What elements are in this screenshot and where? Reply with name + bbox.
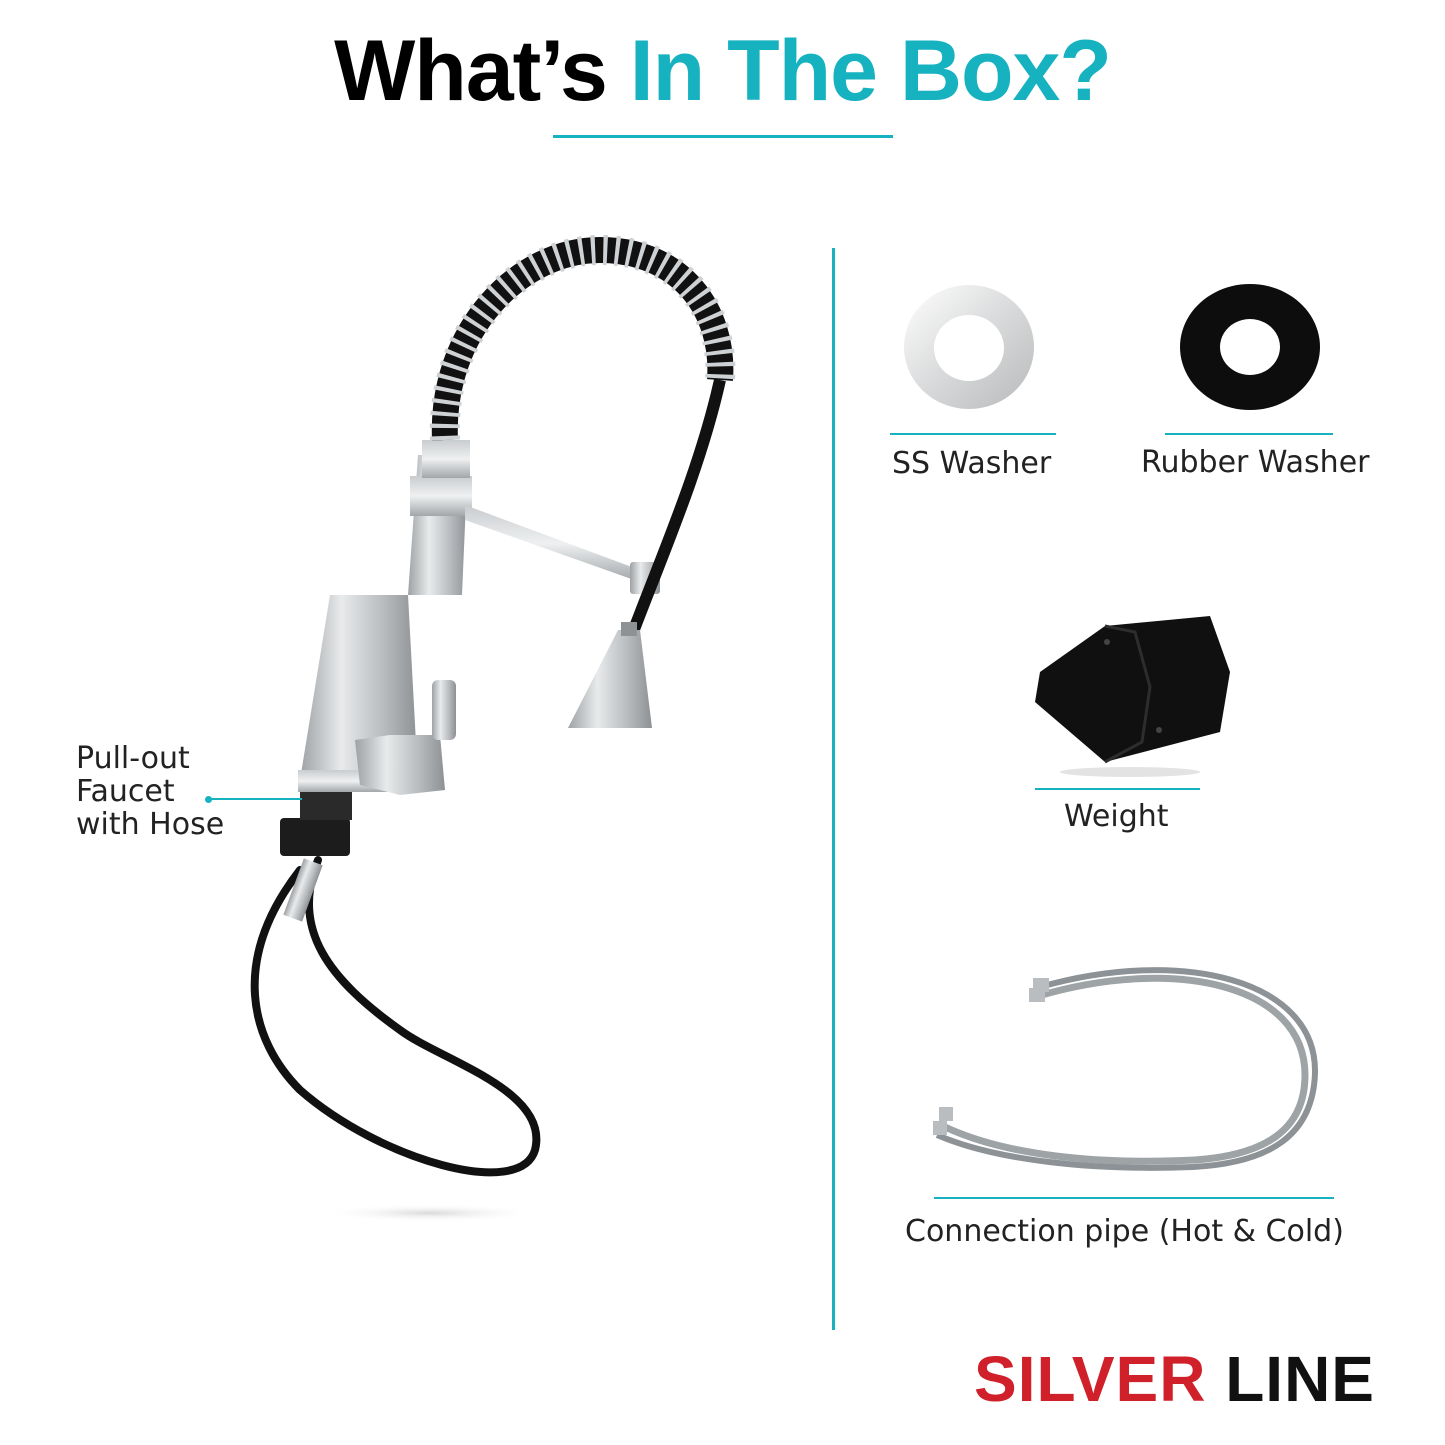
rubber-washer-image	[1180, 284, 1321, 410]
title-part-1: What’s	[334, 23, 608, 119]
faucet-label-line-1: Pull-out	[76, 741, 190, 776]
faucet-label: Pull-out Faucet with Hose	[76, 742, 224, 841]
ss-washer-label: SS Washer	[892, 446, 1052, 481]
pointer-dot	[205, 796, 212, 803]
center-divider	[832, 248, 835, 1330]
connection-pipe-underline	[934, 1197, 1334, 1199]
ss-washer-underline	[890, 433, 1056, 435]
weight-image	[1035, 616, 1230, 777]
connection-pipe-label: Connection pipe (Hot & Cold)	[905, 1214, 1344, 1249]
brand-part-1: SILVER	[974, 1343, 1207, 1415]
weight-underline	[1035, 788, 1200, 790]
pointer-line	[210, 798, 302, 800]
faucet-label-line-3: with Hose	[76, 807, 225, 842]
connection-pipe-image	[933, 967, 1319, 1171]
faucet-label-line-2: Faucet	[76, 774, 175, 809]
page-title: What’s In The Box?	[0, 22, 1445, 121]
title-part-2: In The Box?	[629, 23, 1112, 119]
brand-part-2: LINE	[1225, 1343, 1375, 1415]
rubber-washer-label: Rubber Washer	[1141, 445, 1370, 480]
weight-label: Weight	[1064, 799, 1169, 834]
rubber-washer-underline	[1165, 433, 1333, 435]
title-underline	[553, 135, 893, 138]
brand-logo: SILVER LINE	[974, 1342, 1375, 1416]
ss-washer-image	[904, 285, 1035, 409]
